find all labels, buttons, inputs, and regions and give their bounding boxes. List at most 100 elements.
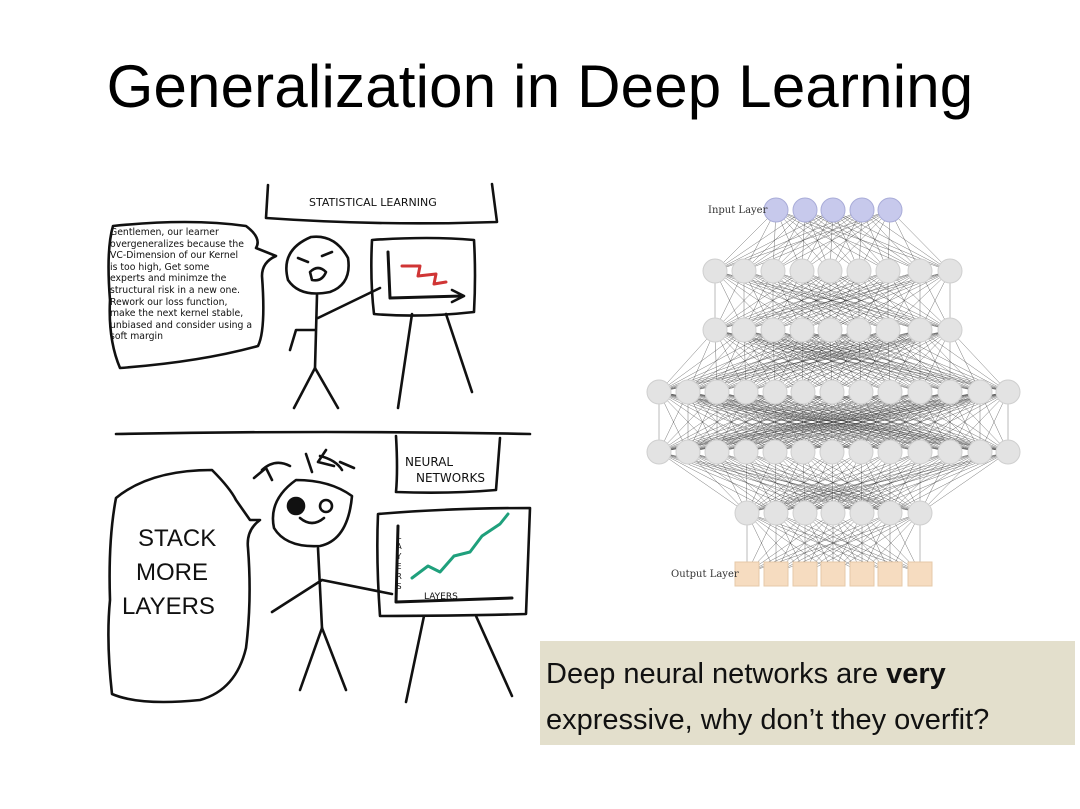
nn-edge <box>743 209 806 272</box>
nn-edge <box>658 391 718 453</box>
hidden-node <box>731 317 757 343</box>
nn-edge <box>658 329 716 393</box>
speech-line: is too high, Get some <box>110 261 210 273</box>
hidden-node <box>907 379 933 405</box>
hidden-node <box>646 379 672 405</box>
speech-line: soft margin <box>110 331 164 343</box>
question-callout: Deep neural networks are very expressive… <box>540 641 1075 745</box>
nn-edge <box>746 451 981 514</box>
nn-edge <box>801 209 863 272</box>
nn-banner-line2: NETWORKS <box>416 471 486 485</box>
nn-edge <box>658 329 745 393</box>
callout-line-2: expressive, why don’t they overfit? <box>546 704 990 736</box>
nn-edge <box>832 451 891 514</box>
nn-edge <box>746 451 804 514</box>
declining-trend-line <box>400 264 448 286</box>
nn-edge <box>801 329 891 393</box>
rising-trend-line <box>410 512 510 580</box>
nn-edge <box>889 391 1009 453</box>
hidden-node <box>704 439 730 465</box>
speech-line: unbiased and consider using a <box>110 319 253 331</box>
hidden-node <box>817 258 843 284</box>
comic-illustration <box>107 182 532 704</box>
slide-title: Generalization in Deep Learning <box>106 53 974 120</box>
nn-edge <box>860 329 921 393</box>
nn-edge <box>860 391 921 453</box>
nn-edge <box>887 270 951 331</box>
top-banner-label: STATISTICAL LEARNING <box>309 196 437 209</box>
nn-edge <box>887 329 1009 393</box>
nn-edge <box>860 329 951 393</box>
stack-more-layers-text: STACK MORE LAYERS <box>122 522 232 624</box>
hidden-node <box>846 317 872 343</box>
nn-edge <box>714 209 806 272</box>
hidden-node <box>817 317 843 343</box>
speech-line: make the next kernel stable, <box>110 308 244 320</box>
nn-edge <box>804 209 921 272</box>
input-node <box>877 197 903 223</box>
nn-edge <box>658 451 748 514</box>
nn-edge <box>714 209 834 272</box>
callout-emphasis: very <box>886 658 946 690</box>
chart-x-axis-label: LAYERS <box>424 592 458 602</box>
hidden-node <box>907 500 933 526</box>
nn-edge <box>858 329 981 393</box>
nn-banner-line1: NEURAL <box>405 455 454 469</box>
nn-edge <box>745 391 1009 453</box>
neural-network-diagram <box>646 197 1021 587</box>
speech-bubble-text: Gentlemen, our learner overgeneralizes b… <box>110 227 265 343</box>
nn-edge <box>658 391 921 453</box>
nn-edge <box>829 270 889 331</box>
nn-edge <box>804 209 889 272</box>
nn-edge <box>772 209 891 272</box>
nn-edge <box>746 451 862 514</box>
speech-line: VC-Dimension of our Kernel <box>110 250 239 262</box>
nn-edge <box>802 329 889 393</box>
nn-edge <box>801 209 891 272</box>
nn-edge <box>832 451 921 514</box>
hidden-node <box>995 439 1021 465</box>
hidden-node <box>937 439 963 465</box>
nn-edge <box>658 329 774 393</box>
nn-edge <box>716 329 951 393</box>
nn-edge <box>746 512 834 574</box>
nn-edge <box>861 451 921 514</box>
nn-edge <box>889 451 1009 514</box>
speech-line: experts and minimze the <box>110 273 227 285</box>
hidden-node <box>875 258 901 284</box>
output-layer-label: Output Layer <box>671 569 739 580</box>
input-node <box>820 197 846 223</box>
speech-bubble-outline <box>107 220 278 370</box>
hidden-node <box>702 317 728 343</box>
output-node <box>792 561 818 587</box>
hidden-node <box>967 439 993 465</box>
nn-edge <box>949 329 1009 393</box>
nn-edge <box>949 391 1009 453</box>
callout-line-1: Deep neural networks are very <box>546 651 1075 697</box>
nn-edge <box>658 391 891 453</box>
output-node <box>734 561 760 587</box>
nn-edge <box>658 391 776 453</box>
hidden-node <box>790 439 816 465</box>
stack-line: STACK <box>138 525 217 552</box>
nn-edge <box>831 391 891 453</box>
stack-line: LAYERS <box>122 593 215 620</box>
nn-edge <box>772 270 889 331</box>
output-node <box>763 561 789 587</box>
hidden-node <box>877 500 903 526</box>
hidden-node <box>789 317 815 343</box>
nn-edge <box>887 329 951 393</box>
speech-line: structural risk in a new one. <box>110 284 241 296</box>
hidden-node <box>762 439 788 465</box>
hidden-node <box>760 317 786 343</box>
hidden-node <box>789 258 815 284</box>
hidden-node <box>819 379 845 405</box>
speech-line: overgeneralizes because the <box>110 238 244 250</box>
hidden-node <box>819 439 845 465</box>
nn-edge <box>801 329 921 393</box>
output-node <box>907 561 933 587</box>
stack-line: MORE <box>136 559 208 586</box>
nn-edge <box>714 270 951 331</box>
hidden-node <box>702 258 728 284</box>
hidden-node <box>877 379 903 405</box>
